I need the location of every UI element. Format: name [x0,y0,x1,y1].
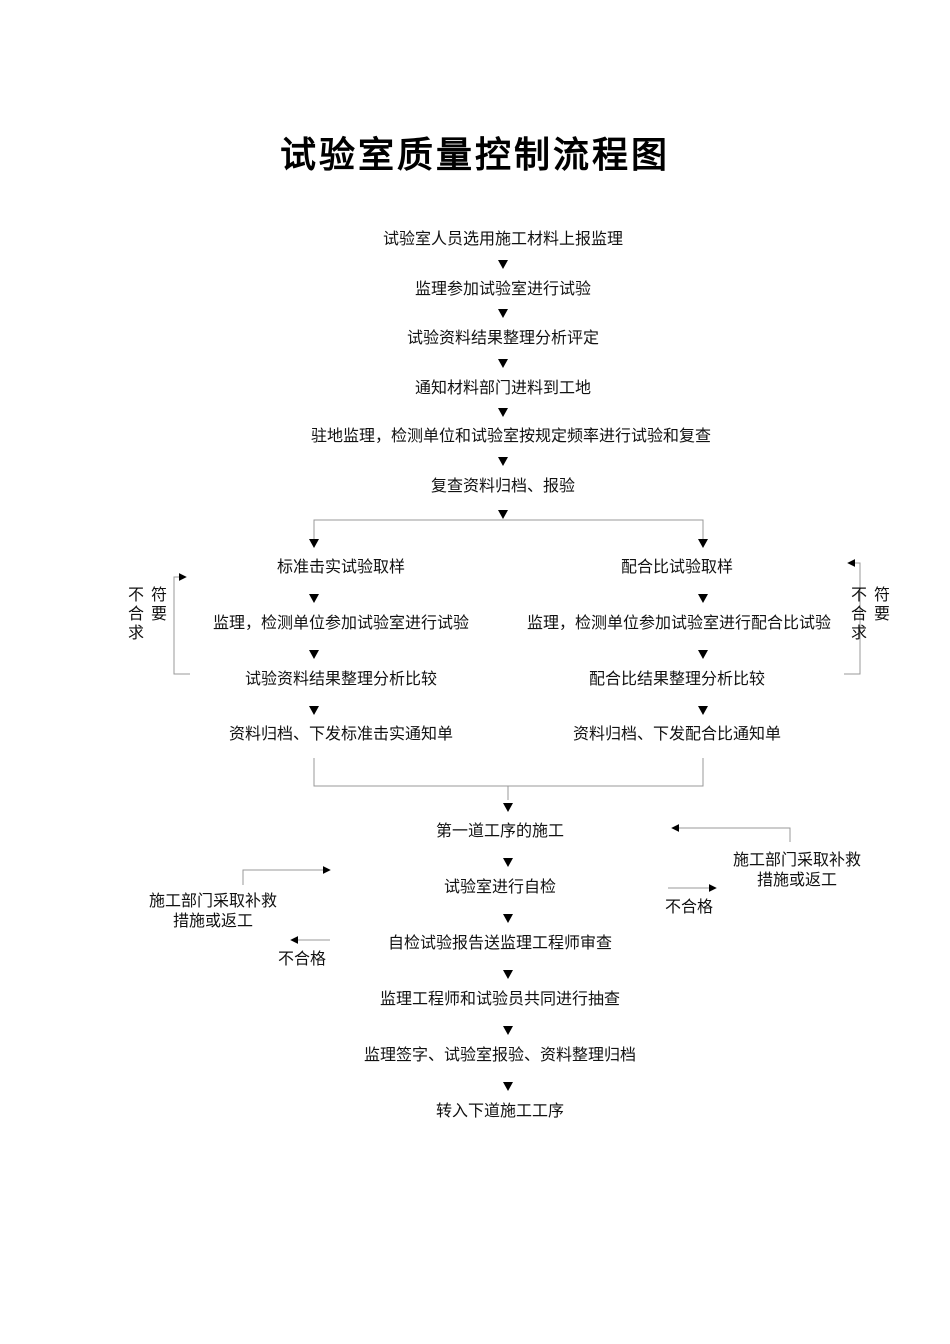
down-arrowhead [503,858,513,867]
down-arrowhead [309,706,319,715]
left-branch-testing: 监理，检测单位参加试验室进行试验 [212,613,470,632]
down-arrowhead [498,359,508,368]
right-branch-notice: 资料归档、下发配合比通知单 [572,724,782,743]
right-branch-testing: 监理，检测单位参加试验室进行配合比试验 [526,613,832,632]
down-arrowhead [698,706,708,715]
step-archive-report: 复查资料归档、报验 [430,476,576,495]
left-loop-bracket [173,573,190,675]
split-connector [313,519,704,547]
down-arrowhead [503,1026,513,1035]
right-remedy-line2: 措施或返工 [756,870,838,889]
right-loop-label-b: 符要 [873,585,890,623]
down-arrowhead [698,539,708,548]
step-analyze-results: 试验资料结果整理分析评定 [406,328,600,347]
right-branch-sampling: 配合比试验取样 [620,557,734,576]
down-arrowhead [309,539,319,548]
left-loop-label-b: 符要 [150,585,167,623]
left-remedy-line2: 措施或返工 [172,911,254,930]
down-arrowhead [503,1082,513,1091]
step-report-review: 自检试验报告送监理工程师审查 [387,933,613,952]
down-arrowhead [498,408,508,417]
step-first-process: 第一道工序的施工 [435,821,565,840]
step-notify-materials: 通知材料部门进料到工地 [414,378,592,397]
step-supervisor-test: 监理参加试验室进行试验 [414,279,592,298]
down-arrowhead [309,650,319,659]
right-branch-analysis: 配合比结果整理分析比较 [588,669,766,688]
step-submit-materials: 试验室人员选用施工材料上报监理 [382,229,624,248]
left-remedy-line1: 施工部门采取补救 [148,891,278,910]
down-arrowhead [698,650,708,659]
down-arrowhead [309,594,319,603]
left-branch-notice: 资料归档、下发标准击实通知单 [228,724,454,743]
left-branch-analysis: 试验资料结果整理分析比较 [244,669,438,688]
left-remedy-arrow [242,866,331,885]
down-arrowhead [698,594,708,603]
step-joint-spot-check: 监理工程师和试验员共同进行抽查 [379,989,621,1008]
right-fail-label: 不合格 [664,897,714,916]
page-title: 试验室质量控制流程图 [279,134,670,176]
arrowhead-group [309,260,708,1091]
left-fail-label: 不合格 [277,949,327,968]
right-remedy-line1: 施工部门采取补救 [732,850,862,869]
step-sign-archive: 监理签字、试验室报验、资料整理归档 [363,1045,637,1064]
down-arrowhead [503,970,513,979]
left-loop-label-a: 不合求 [127,585,144,642]
down-arrowhead [503,914,513,923]
step-field-testing: 驻地监理，检测单位和试验室按规定频率进行试验和复查 [310,426,712,445]
step-self-check: 试验室进行自检 [443,877,557,896]
down-arrowhead [498,457,508,466]
right-remedy-arrow [671,824,791,842]
step-next-process: 转入下道施工工序 [435,1101,565,1120]
down-arrowhead [503,803,513,812]
down-arrowhead [498,510,508,519]
right-loop-bracket [844,559,861,675]
down-arrowhead [498,309,508,318]
down-arrowhead [498,260,508,269]
left-branch-sampling: 标准击实试验取样 [276,557,406,576]
right-loop-label-a: 不合求 [850,585,867,642]
merge-connector [313,758,704,787]
